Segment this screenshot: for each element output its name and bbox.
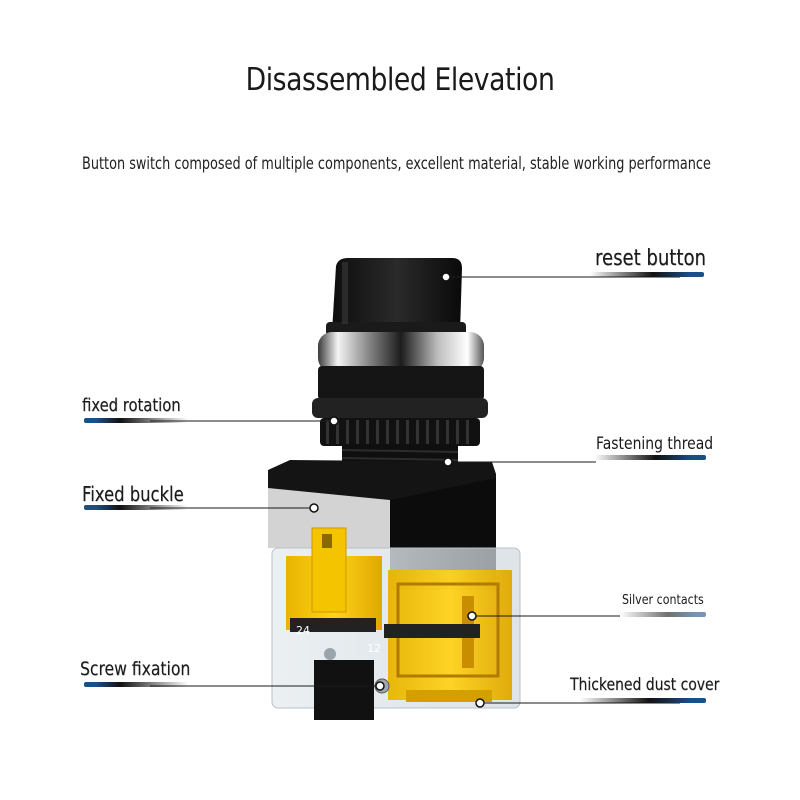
leader-dots [309, 272, 485, 708]
page-title: Disassembled Elevation [245, 62, 555, 98]
label-fixed-buckle: Fixed buckle [82, 482, 184, 506]
underline-silver-contacts [620, 612, 706, 617]
chrome-bezel [318, 332, 484, 400]
underline-fastening-thread [594, 455, 706, 460]
fixing-ring [312, 398, 488, 446]
label-screw-fixation: Screw fixation [80, 658, 191, 680]
label-fastening-thread: Fastening thread [596, 434, 714, 454]
label-silver-contacts: Silver contacts [622, 592, 704, 608]
page-subtitle: Button switch composed of multiple compo… [82, 154, 711, 173]
underline-reset-button [590, 272, 704, 277]
underline-screw-fixation [84, 682, 188, 687]
label-fixed-rotation: fixed rotation [82, 395, 181, 416]
underline-thickened-dust-cover [580, 698, 706, 703]
contact-block [271, 527, 521, 720]
selector-knob [326, 258, 466, 336]
label-reset-button: reset button [595, 246, 706, 271]
terminal-mark-left: 24 [296, 624, 310, 637]
underline-fixed-rotation [84, 418, 188, 423]
label-thickened-dust-cover: Thickened dust cover [570, 675, 720, 695]
terminal-mark-right: 12 [367, 642, 381, 655]
underline-fixed-buckle [84, 505, 188, 510]
